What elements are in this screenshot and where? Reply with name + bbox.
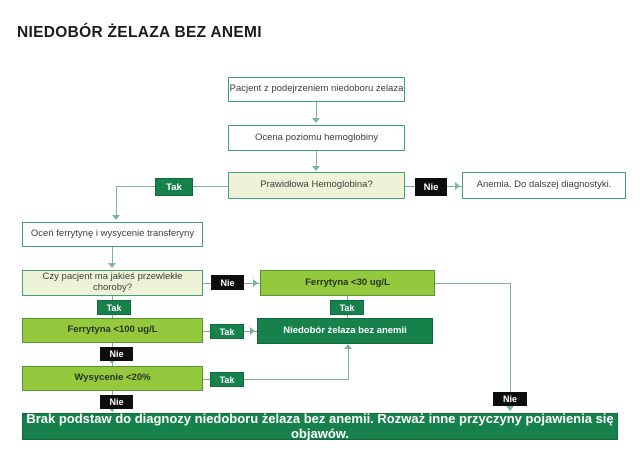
label-no-hemoglobin: Nie [415, 178, 447, 196]
label-no-ferritin-100: Nie [100, 347, 133, 361]
connector-line [316, 151, 317, 169]
node-chronic-disease-question: Czy pacjent ma jakieś przewlekłe choroby… [22, 270, 203, 296]
arrow-right-icon [455, 182, 460, 190]
arrow-down-icon [112, 215, 120, 220]
label-yes-chronic-disease: Tak [97, 300, 131, 315]
arrow-down-icon [506, 406, 514, 411]
node-ferritin-below-100: Ferrytyna <100 ug/L [22, 318, 203, 343]
arrow-down-icon [108, 263, 116, 268]
arrow-right-icon [250, 327, 255, 335]
label-yes-ferritin-30: Tak [330, 300, 364, 315]
page-title: NIEDOBÓR ŻELAZA BEZ ANEMI [17, 24, 262, 41]
label-yes-hemoglobin: Tak [155, 178, 193, 196]
node-ferritin-below-30: Ferrytyna <30 ug/L [260, 270, 435, 296]
node-assess-ferritin-transferrin: Oceń ferrytynę i wysycenie transferyny [22, 222, 203, 247]
label-no-ferritin-30: Nie [493, 392, 527, 406]
connector-line [203, 379, 348, 380]
node-anemia-further-diagnostics: Anemia. Do dalszej diagnostyki. [462, 172, 626, 199]
node-patient-suspected-iron-deficiency: Pacjent z podejrzeniem niedoboru żelaza [228, 77, 405, 102]
node-normal-hemoglobin-question: Prawidłowa Hemoglobina? [228, 172, 405, 199]
arrow-down-icon [108, 359, 116, 364]
connector-line [510, 283, 511, 410]
node-no-basis-for-diagnosis: Brak podstaw do diagnozy niedoboru żelaz… [22, 411, 618, 440]
label-no-saturation: Nie [100, 395, 133, 409]
label-yes-ferritin-100: Tak [210, 324, 244, 339]
node-iron-deficiency-no-anemia: Niedobór żelaza bez anemii [257, 318, 433, 344]
arrow-up-icon [344, 344, 352, 349]
arrow-right-icon [253, 279, 258, 287]
arrow-down-icon [312, 166, 320, 171]
connector-line [316, 102, 317, 122]
node-hemoglobin-assessment: Ocena poziomu hemoglobiny [228, 125, 405, 151]
connector-line [112, 247, 113, 266]
connector-line [435, 283, 510, 284]
label-yes-saturation: Tak [210, 372, 244, 387]
connector-line [348, 347, 349, 380]
arrow-down-icon [312, 118, 320, 123]
label-no-chronic-disease: Nie [211, 275, 244, 290]
connector-line [116, 186, 117, 217]
node-saturation-below-20: Wysycenie <20% [22, 366, 203, 391]
arrow-down-icon [108, 407, 116, 412]
